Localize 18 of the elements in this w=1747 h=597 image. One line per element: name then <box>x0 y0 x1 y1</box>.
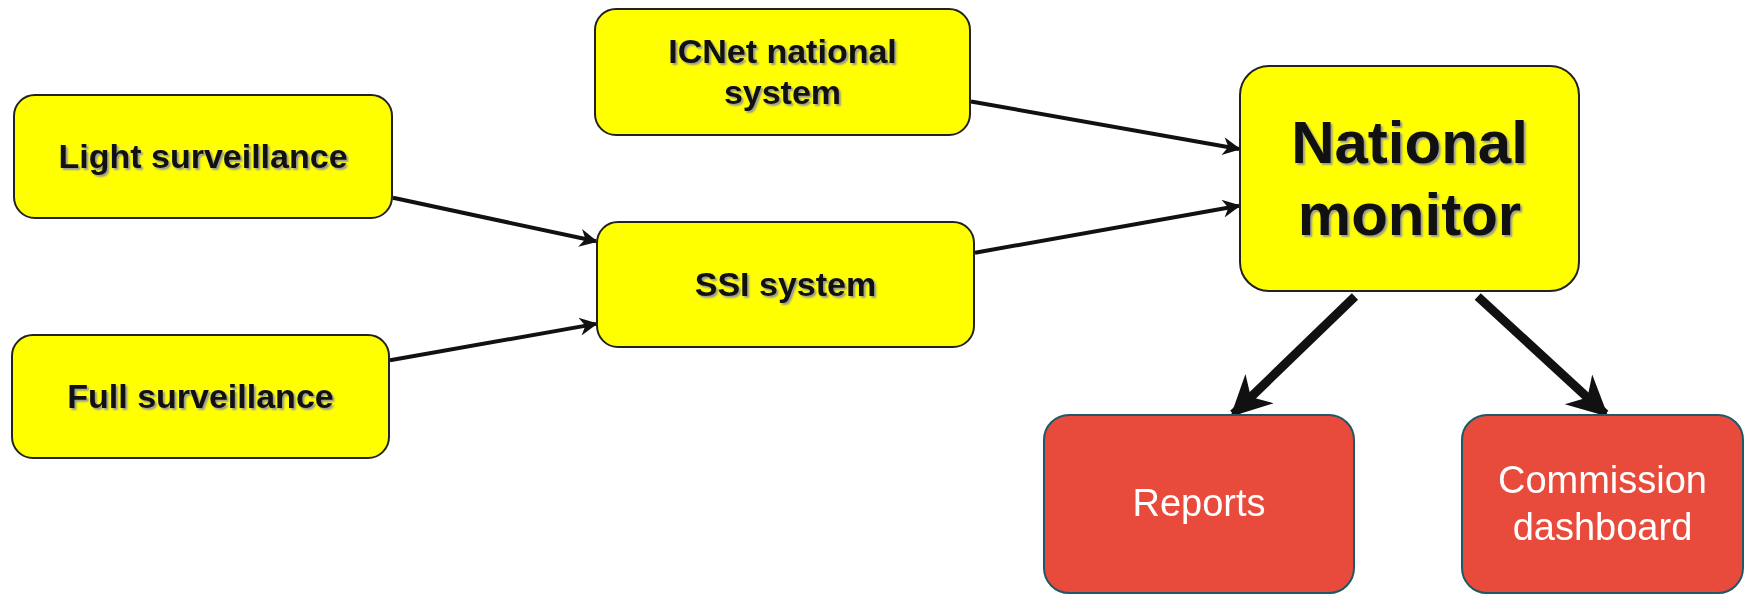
arrow <box>974 199 1241 255</box>
system-box <box>11 334 390 459</box>
system-box <box>594 8 971 136</box>
node-label: Full surveillance <box>66 376 335 417</box>
node-label: National monitor <box>1290 107 1529 250</box>
node-label: ICNet national system <box>667 31 898 113</box>
node-label: Reports <box>1131 481 1267 527</box>
monitor-box <box>1239 65 1580 292</box>
arrow <box>970 99 1241 155</box>
arrow <box>389 317 598 363</box>
output-box <box>1043 414 1355 594</box>
output-box <box>1461 414 1744 594</box>
system-box <box>596 221 975 348</box>
node-label: Light surveillance <box>57 136 349 177</box>
arrow <box>392 195 598 247</box>
system-box <box>13 94 393 219</box>
node-label: SSI system <box>693 264 878 305</box>
node-label: Commission dashboard <box>1496 457 1708 550</box>
